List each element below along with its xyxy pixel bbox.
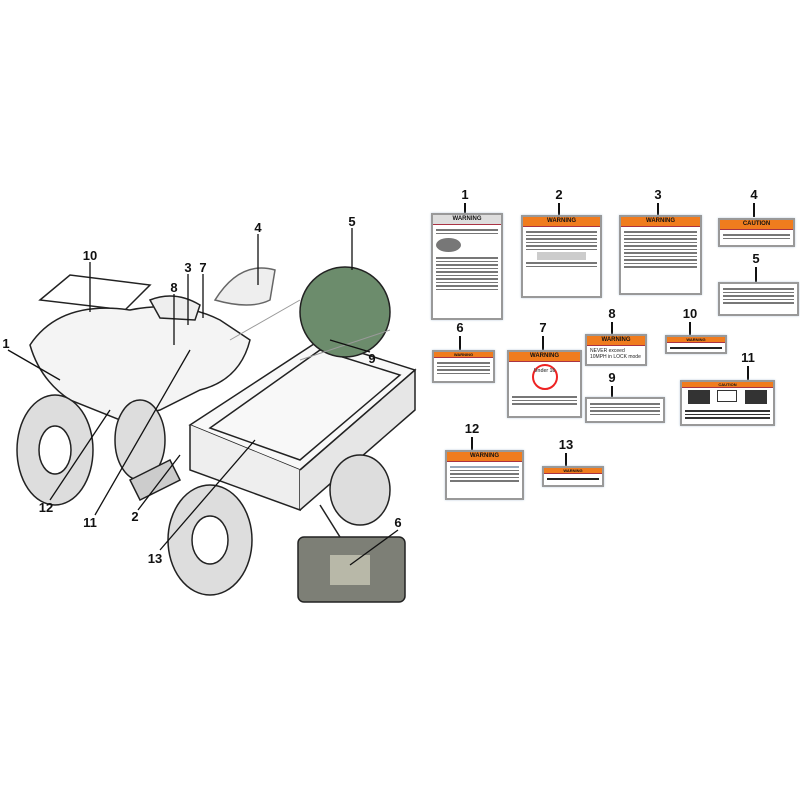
inset-magnifier bbox=[299, 266, 391, 358]
callout-12: 12 bbox=[38, 500, 54, 515]
decal-9 bbox=[585, 397, 665, 423]
decal-12: WARNING bbox=[445, 450, 524, 500]
decal-header: WARNING bbox=[433, 215, 501, 225]
callout-3: 3 bbox=[184, 260, 192, 275]
decal-13: WARNING bbox=[542, 466, 604, 487]
decal-header: WARNING bbox=[544, 468, 602, 474]
callout-8: 8 bbox=[170, 280, 178, 295]
decal-4: CAUTION bbox=[718, 218, 795, 247]
decal-header: CAUTION bbox=[682, 382, 773, 388]
callout-10: 10 bbox=[82, 248, 98, 263]
callout-6: 6 bbox=[394, 515, 402, 530]
decal-1: WARNING bbox=[431, 213, 503, 320]
decal-8: WARNING NEVER exceed 10MPH in LOCK mode bbox=[585, 334, 647, 366]
decal-header: WARNING bbox=[434, 352, 493, 358]
decal-11: CAUTION bbox=[680, 380, 775, 426]
decal-number-4: 4 bbox=[750, 187, 758, 202]
decal-header: CAUTION bbox=[720, 220, 793, 230]
callout-9: 9 bbox=[368, 351, 376, 366]
front-rack bbox=[38, 274, 152, 311]
decal-number-10: 10 bbox=[682, 306, 698, 321]
callout-1: 1 bbox=[2, 336, 10, 351]
footrest bbox=[128, 458, 182, 502]
decal-3: WARNING bbox=[619, 215, 702, 295]
decal-6: WARNING bbox=[432, 350, 495, 383]
callout-2: 2 bbox=[131, 509, 139, 524]
decal-number-12: 12 bbox=[464, 421, 480, 436]
callout-13: 13 bbox=[147, 551, 163, 566]
decal-header: WARNING bbox=[621, 217, 700, 227]
under-16-prohibited-icon: Under 16 bbox=[531, 364, 558, 390]
decal-10: WARNING bbox=[665, 335, 727, 354]
callout-7: 7 bbox=[199, 260, 207, 275]
decal-header: WARNING bbox=[509, 352, 580, 362]
decal-number-13: 13 bbox=[558, 437, 574, 452]
decal-number-8: 8 bbox=[608, 306, 616, 321]
decal-number-5: 5 bbox=[752, 251, 760, 266]
decal-header: WARNING bbox=[667, 337, 725, 343]
handlebar-inset bbox=[213, 267, 276, 306]
callout-5: 5 bbox=[348, 214, 356, 229]
decal-text: NEVER exceed 10MPH in LOCK mode bbox=[590, 348, 641, 360]
decal-number-3: 3 bbox=[654, 187, 662, 202]
decal-number-6: 6 bbox=[456, 320, 464, 335]
decal-number-1: 1 bbox=[461, 187, 469, 202]
callout-4: 4 bbox=[254, 220, 262, 235]
decal-number-7: 7 bbox=[539, 320, 547, 335]
decal-2: WARNING bbox=[521, 215, 602, 298]
decal-5 bbox=[718, 282, 799, 316]
decal-number-11: 11 bbox=[741, 350, 755, 365]
decal-7: WARNING Under 16 bbox=[507, 350, 582, 418]
decal-header: WARNING bbox=[587, 336, 645, 346]
decal-header: WARNING bbox=[447, 452, 522, 462]
decal-number-2: 2 bbox=[555, 187, 563, 202]
rear-right-wheel bbox=[329, 454, 391, 526]
decal-header: WARNING bbox=[523, 217, 600, 227]
decal-number-9: 9 bbox=[608, 370, 616, 385]
callout-11: 11 bbox=[83, 515, 97, 530]
